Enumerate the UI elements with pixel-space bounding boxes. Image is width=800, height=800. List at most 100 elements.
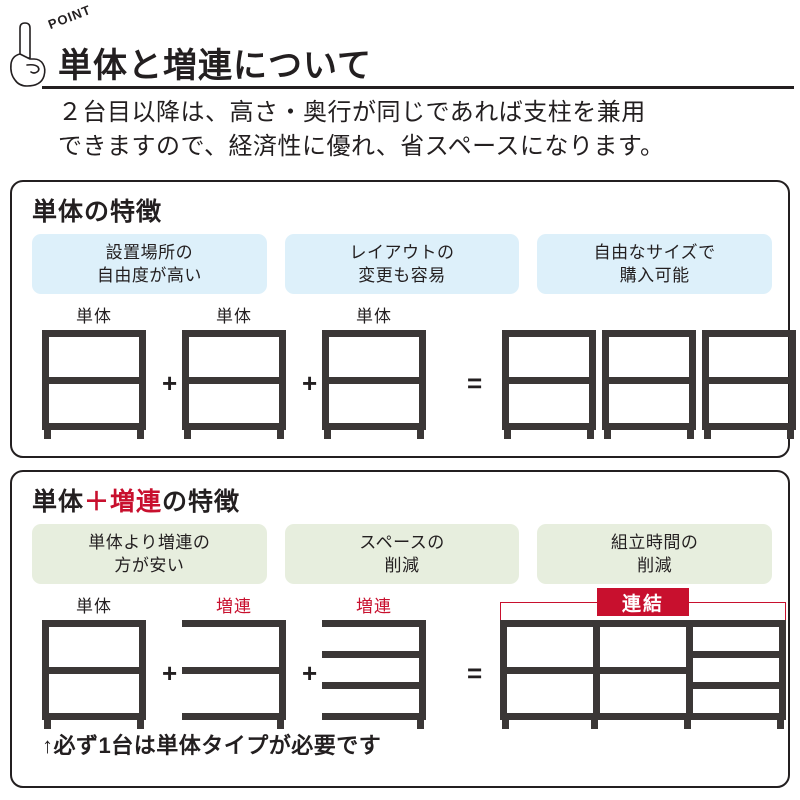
chip-line-2: 削減	[637, 556, 673, 575]
chip-line-1: 組立時間の	[610, 532, 699, 552]
shelf-leg-right	[137, 720, 144, 729]
page-subtitle: ２台目以降は、高さ・奥行が同じであれば支柱を兼用 できますので、経済性に優れ、省…	[58, 96, 788, 164]
panel-standalone-features: 単体の特徴 設置場所の 自由度が高い レイアウトの 変更も容易 自由なサイズで …	[10, 180, 796, 458]
shelf-board	[593, 667, 693, 674]
panel-combo-title-main: 単体	[32, 488, 85, 516]
chip-line-2: 削減	[384, 556, 420, 575]
shelf-unit-addon	[322, 620, 426, 729]
shelf-board	[182, 330, 286, 337]
shelf-post-left	[702, 330, 709, 430]
shelf-board	[602, 423, 696, 430]
feature-chip: 単体より増連の 方が安い	[32, 524, 267, 584]
shelf-board	[42, 667, 146, 674]
shelf-leg-right	[417, 720, 424, 729]
chip-row-standalone: 設置場所の 自由度が高い レイアウトの 変更も容易 自由なサイズで 購入可能	[32, 234, 773, 294]
unit-label: 単体	[76, 307, 112, 326]
shelf-unit-standalone	[322, 330, 426, 439]
shelf-board	[182, 667, 286, 674]
feature-chip: レイアウトの 変更も容易	[284, 234, 520, 294]
shelf-board	[602, 330, 696, 337]
shelf-post-right	[779, 620, 786, 720]
subtitle-line-1: ２台目以降は、高さ・奥行が同じであれば支柱を兼用	[58, 99, 646, 126]
shelf-post-left	[42, 620, 49, 720]
header: POINT 単体と増連について ２台目以降は、高さ・奥行が同じであれば支柱を兼用…	[0, 0, 800, 176]
shelf-board	[42, 423, 146, 430]
panel-combo-title-accent: ＋増連	[84, 488, 163, 516]
shelf-board	[593, 620, 693, 627]
operator-equals: =	[467, 368, 483, 398]
shelf-leg-left	[44, 430, 51, 439]
shelf-leg-right	[777, 720, 784, 729]
shelf-board	[322, 713, 426, 720]
shelf-board	[500, 713, 600, 720]
panel-combo-title-tail: の特徴	[162, 488, 241, 516]
shelf-post-right	[279, 620, 286, 720]
shelf-leg-right	[684, 720, 691, 729]
shelf-unit-standalone	[182, 330, 286, 439]
connect-badge: 連結	[597, 588, 689, 616]
chip-line-1: 設置場所の	[105, 242, 194, 262]
shelf-post-right	[689, 330, 696, 430]
shelf-board	[502, 330, 596, 337]
shelf-board	[322, 377, 426, 384]
shelf-board	[182, 620, 286, 627]
shelf-board	[182, 713, 286, 720]
shelf-post-right	[139, 620, 146, 720]
chip-line-1: レイアウトの	[349, 242, 455, 262]
unit-label: 単体	[356, 307, 392, 326]
shelf-post-left	[500, 620, 507, 720]
footnote-standalone-required: ↑必ず1台は単体タイプが必要です	[42, 733, 382, 758]
shelf-board	[702, 377, 796, 384]
shelf-unit-addon	[593, 620, 693, 729]
shelf-board	[182, 377, 286, 384]
shelf-board	[500, 667, 600, 674]
shelf-board	[42, 713, 146, 720]
chip-line-1: 単体より増連の	[88, 532, 211, 552]
shelf-unit-standalone	[602, 330, 696, 439]
shelf-post-right	[789, 330, 796, 430]
chip-row-combo: 単体より増連の 方が安い スペースの 削減 組立時間の 削減	[32, 524, 773, 584]
unit-label: 増連	[356, 597, 392, 616]
shelf-board	[42, 330, 146, 337]
unit-label: 増連	[216, 597, 252, 616]
operator-plus: +	[162, 368, 178, 398]
chip-line-2: 変更も容易	[358, 266, 446, 285]
shelf-unit-standalone	[42, 620, 146, 729]
shelf-post-right	[686, 620, 693, 720]
shelf-post-left	[322, 330, 329, 430]
shelf-post-left	[602, 330, 609, 430]
feature-chip: スペースの 削減	[284, 524, 520, 584]
point-badge-label: POINT	[46, 1, 94, 33]
shelf-board	[686, 682, 786, 689]
shelf-unit-standalone	[500, 620, 600, 729]
shelf-board	[686, 651, 786, 658]
shelf-board	[702, 423, 796, 430]
shelf-post-right	[419, 620, 426, 720]
subtitle-line-2: できますので、経済性に優れ、省スペースになります。	[58, 133, 665, 161]
feature-chip: 自由なサイズで 購入可能	[537, 234, 773, 294]
chip-line-2: 自由度が高い	[96, 266, 202, 285]
shelf-leg-right	[591, 720, 598, 729]
shelf-board	[322, 651, 426, 658]
shelf-board	[322, 620, 426, 627]
shelf-board	[502, 423, 596, 430]
shelf-leg-right	[417, 430, 424, 439]
feature-chip: 設置場所の 自由度が高い	[32, 234, 267, 294]
shelf-post-right	[139, 330, 146, 430]
chip-line-1: 自由なサイズで	[593, 242, 716, 262]
shelf-board	[702, 330, 796, 337]
shelf-unit-standalone	[702, 330, 796, 439]
shelf-leg-right	[277, 720, 284, 729]
shelf-board	[602, 377, 696, 384]
shelf-leg-left	[324, 430, 331, 439]
shelf-unit-standalone	[502, 330, 596, 439]
shelf-unit-standalone	[42, 330, 146, 439]
shelf-board	[686, 620, 786, 627]
shelf-leg-right	[277, 430, 284, 439]
shelf-leg-left	[504, 430, 511, 439]
diagram-standalone-equation: 単体単体単体++=	[12, 300, 796, 450]
shelf-board	[322, 682, 426, 689]
shelf-post-left	[182, 330, 189, 430]
shelf-unit-addon	[686, 620, 786, 729]
